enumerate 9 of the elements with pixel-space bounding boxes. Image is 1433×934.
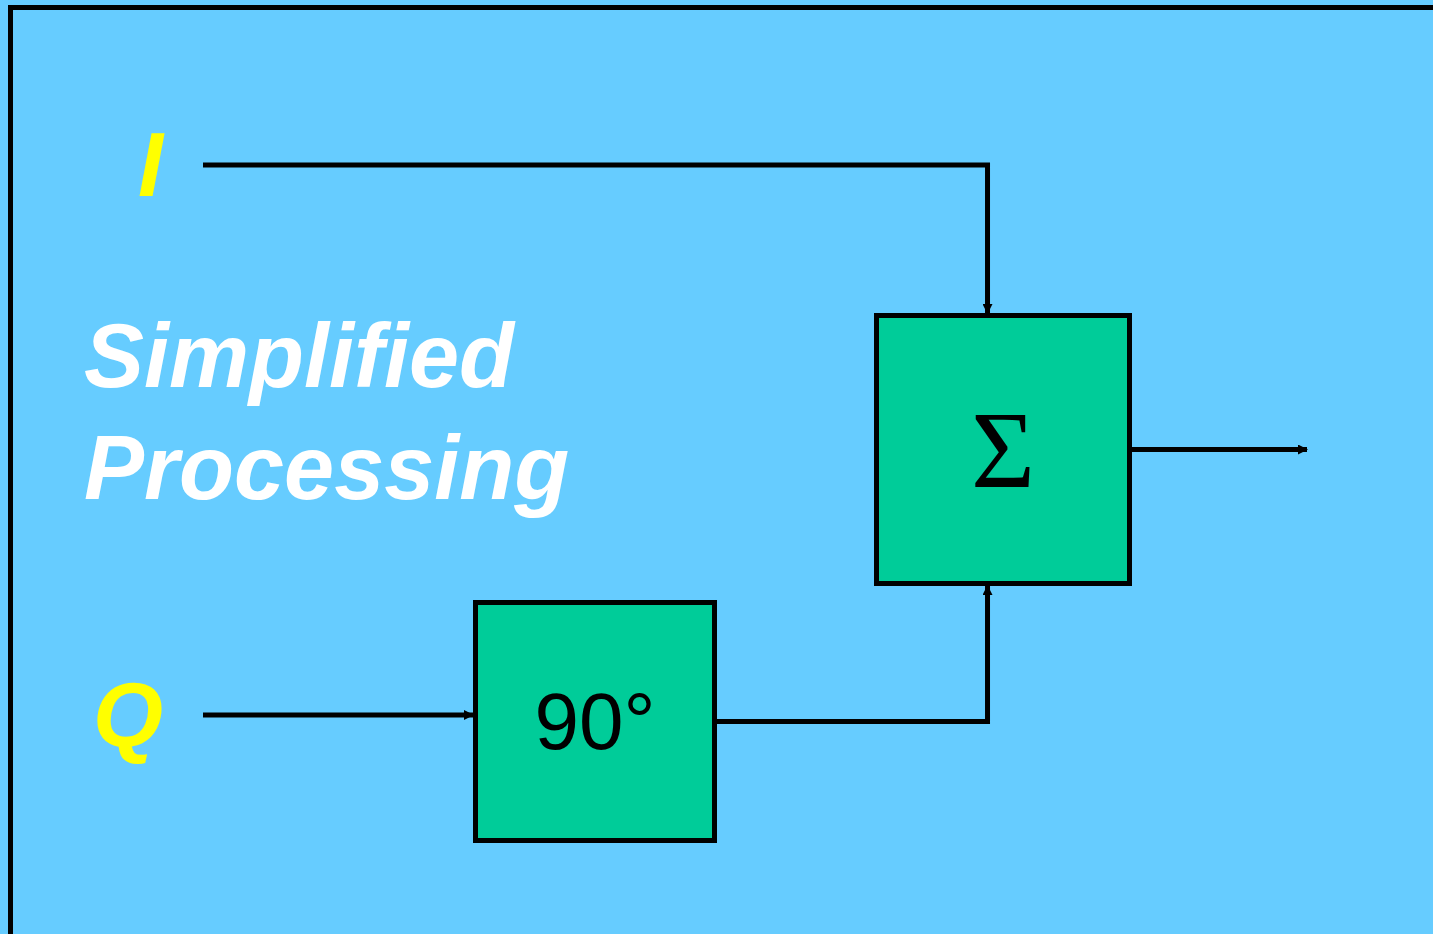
arrow: [717, 585, 993, 724]
arrow: [203, 162, 993, 314]
signal-label: Q: [80, 665, 203, 765]
summer-block: Σ: [874, 313, 1132, 586]
title: Simplified Processing: [84, 305, 571, 520]
arrow: [203, 710, 474, 720]
signal-label: I: [120, 115, 203, 215]
phase-shift-block: 90°: [473, 600, 717, 843]
arrow: [1132, 444, 1308, 455]
